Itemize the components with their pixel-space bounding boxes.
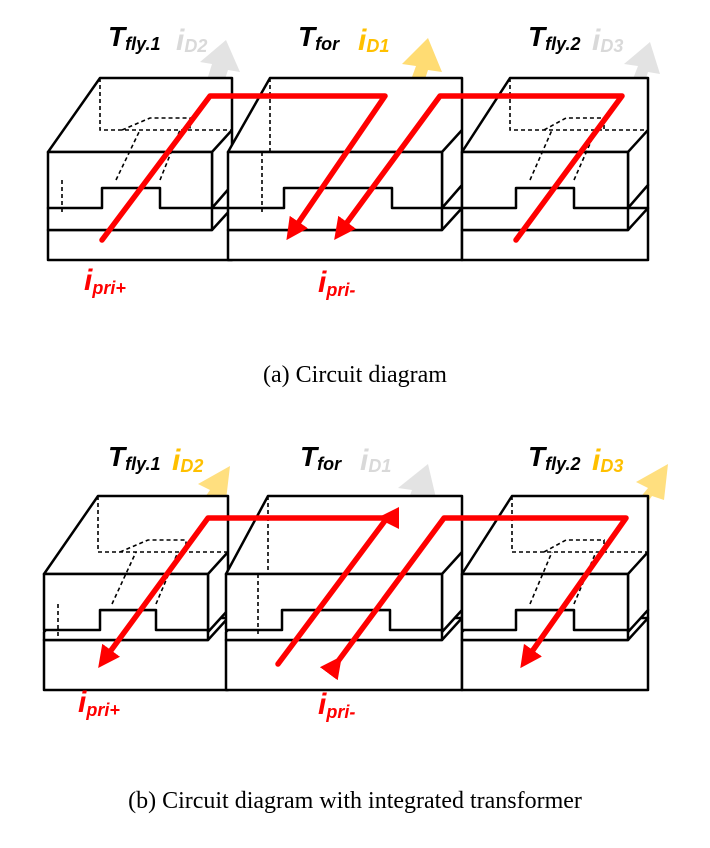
label-id3-b: iD3 xyxy=(592,444,623,477)
label-id1-b: iD1 xyxy=(360,444,391,477)
primary-current-a xyxy=(99,93,625,243)
label-id2-a: iD2 xyxy=(176,24,207,57)
label-ipri-plus-a: ipri+ xyxy=(84,264,126,298)
core-fly2-a xyxy=(460,76,650,262)
current-path-pri-minus-b2 xyxy=(319,515,629,681)
label-id2-b: iD2 xyxy=(172,444,203,477)
current-path-pri-minus-b xyxy=(275,515,390,667)
core-labels-a: Tfly.1 iD2 Tfor iD1 Tfly.2 iD3 ipri+ ipr… xyxy=(84,21,623,300)
label-id1-a: iD1 xyxy=(358,24,389,57)
core-for-a xyxy=(226,76,464,262)
caption-a: (a) Circuit diagram xyxy=(263,362,447,388)
diagram-a: Tfly.1 iD2 Tfor iD1 Tfly.2 iD3 ipri+ ipr… xyxy=(46,21,660,388)
label-fly2-b: Tfly.2 xyxy=(528,441,580,474)
label-fly1-b: Tfly.1 xyxy=(108,441,160,474)
label-fly1-a: Tfly.1 xyxy=(108,21,160,54)
current-path-pri-minus-a xyxy=(334,93,625,243)
caption-b: (b) Circuit diagram with integrated tran… xyxy=(128,788,582,814)
core-labels-b: Tfly.1 iD2 Tfor iD1 Tfly.2 iD3 ipri+ ipr… xyxy=(78,441,623,722)
label-ipri-minus-a: ipri- xyxy=(318,266,355,300)
label-for-a: Tfor xyxy=(298,21,340,54)
label-ipri-minus-b: ipri- xyxy=(318,688,355,722)
label-fly2-a: Tfly.2 xyxy=(528,21,580,54)
current-path-pri-plus-b xyxy=(98,507,400,668)
label-for-b: Tfor xyxy=(300,441,342,474)
diagram-b: Tfly.1 iD2 Tfor iD1 Tfly.2 iD3 ipri+ ipr… xyxy=(42,441,668,814)
label-id3-a: iD3 xyxy=(592,24,623,57)
primary-current-b xyxy=(98,507,629,681)
core-for-b xyxy=(224,494,464,692)
core-fly1-a xyxy=(46,76,234,262)
current-path-pri-plus-a xyxy=(99,93,388,243)
label-ipri-plus-b: ipri+ xyxy=(78,686,120,720)
